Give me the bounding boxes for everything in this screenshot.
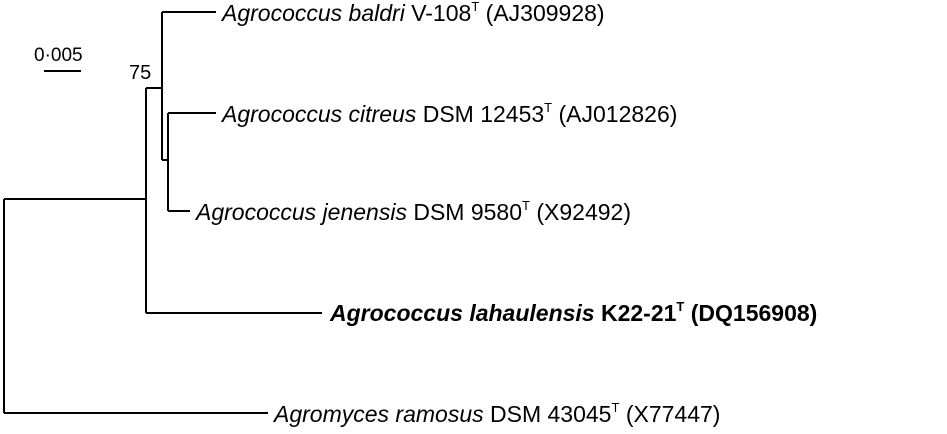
accession: (X92492) (536, 199, 631, 225)
type-strain-mark: T (522, 198, 530, 213)
taxon-name: Agrococcus baldri (222, 0, 405, 26)
bootstrap-value: 75 (129, 62, 152, 84)
taxon-name: Agrococcus lahaulensis (330, 300, 595, 326)
type-strain-mark: T (611, 400, 620, 415)
type-strain-mark: T (544, 100, 553, 115)
taxon-label-lahaulensis: Agrococcus lahaulensis K22-21T (DQ156908… (330, 299, 818, 326)
strain: K22-21 (600, 300, 677, 326)
taxon-label-baldri: Agrococcus baldri V-108T (AJ309928) (222, 0, 605, 26)
accession: (X77447) (625, 401, 721, 427)
strain: DSM 12453 (422, 101, 545, 127)
strain: DSM 43045 (490, 401, 612, 427)
accession: (AJ309928) (485, 0, 605, 26)
accession: (DQ156908) (690, 300, 818, 326)
type-strain-mark: T (676, 299, 685, 314)
taxon-name: Agrococcus citreus (222, 101, 417, 127)
taxon-name: Agrococcus jenensis (196, 199, 407, 225)
taxon-label-citreus: Agrococcus citreus DSM 12453T (AJ012826) (222, 100, 678, 127)
taxon-label-agromyces-ramosus: Agromyces ramosus DSM 43045T (X77447) (274, 400, 721, 427)
strain: DSM 9580 (413, 199, 523, 225)
scale-bar-label: 0·005 (34, 45, 83, 66)
taxon-name: Agromyces ramosus (274, 401, 484, 427)
accession: (AJ012826) (558, 101, 678, 127)
type-strain-mark: T (471, 0, 480, 14)
taxon-label-jenensis: Agrococcus jenensis DSM 9580T (X92492) (196, 198, 631, 225)
strain: V-108 (411, 0, 472, 26)
